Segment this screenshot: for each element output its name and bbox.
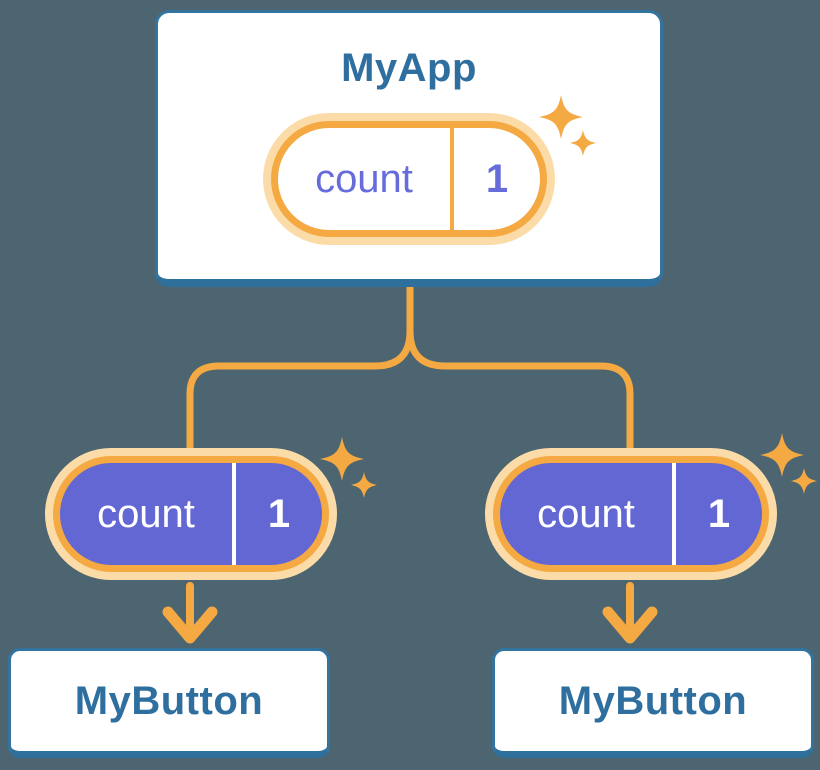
- mybutton-label: MyButton: [558, 678, 748, 723]
- mybutton-card-left: MyButton: [8, 648, 330, 758]
- pill-divider: [672, 463, 676, 565]
- state-name: count: [97, 491, 195, 536]
- myapp-title: MyApp: [341, 46, 477, 90]
- pill-divider: [232, 463, 236, 565]
- sparkle-icon: [320, 437, 377, 498]
- arrow-down-icon: [162, 582, 218, 644]
- state-value: 1: [485, 156, 509, 201]
- pill-divider: [450, 128, 454, 230]
- state-value: 1: [267, 491, 291, 536]
- root-state-pill: count 1: [263, 113, 555, 245]
- sparkle-icon: [760, 433, 817, 494]
- mybutton-card-right: MyButton: [492, 648, 814, 758]
- child-state-pill-left: count 1: [45, 448, 337, 580]
- state-name: count: [315, 156, 413, 201]
- mybutton-label: MyButton: [74, 678, 264, 723]
- state-name: count: [537, 491, 635, 536]
- arrow-down-icon: [602, 582, 658, 644]
- child-state-pill-right: count 1: [485, 448, 777, 580]
- sparkle-icon: [539, 95, 596, 156]
- state-value: 1: [707, 491, 731, 536]
